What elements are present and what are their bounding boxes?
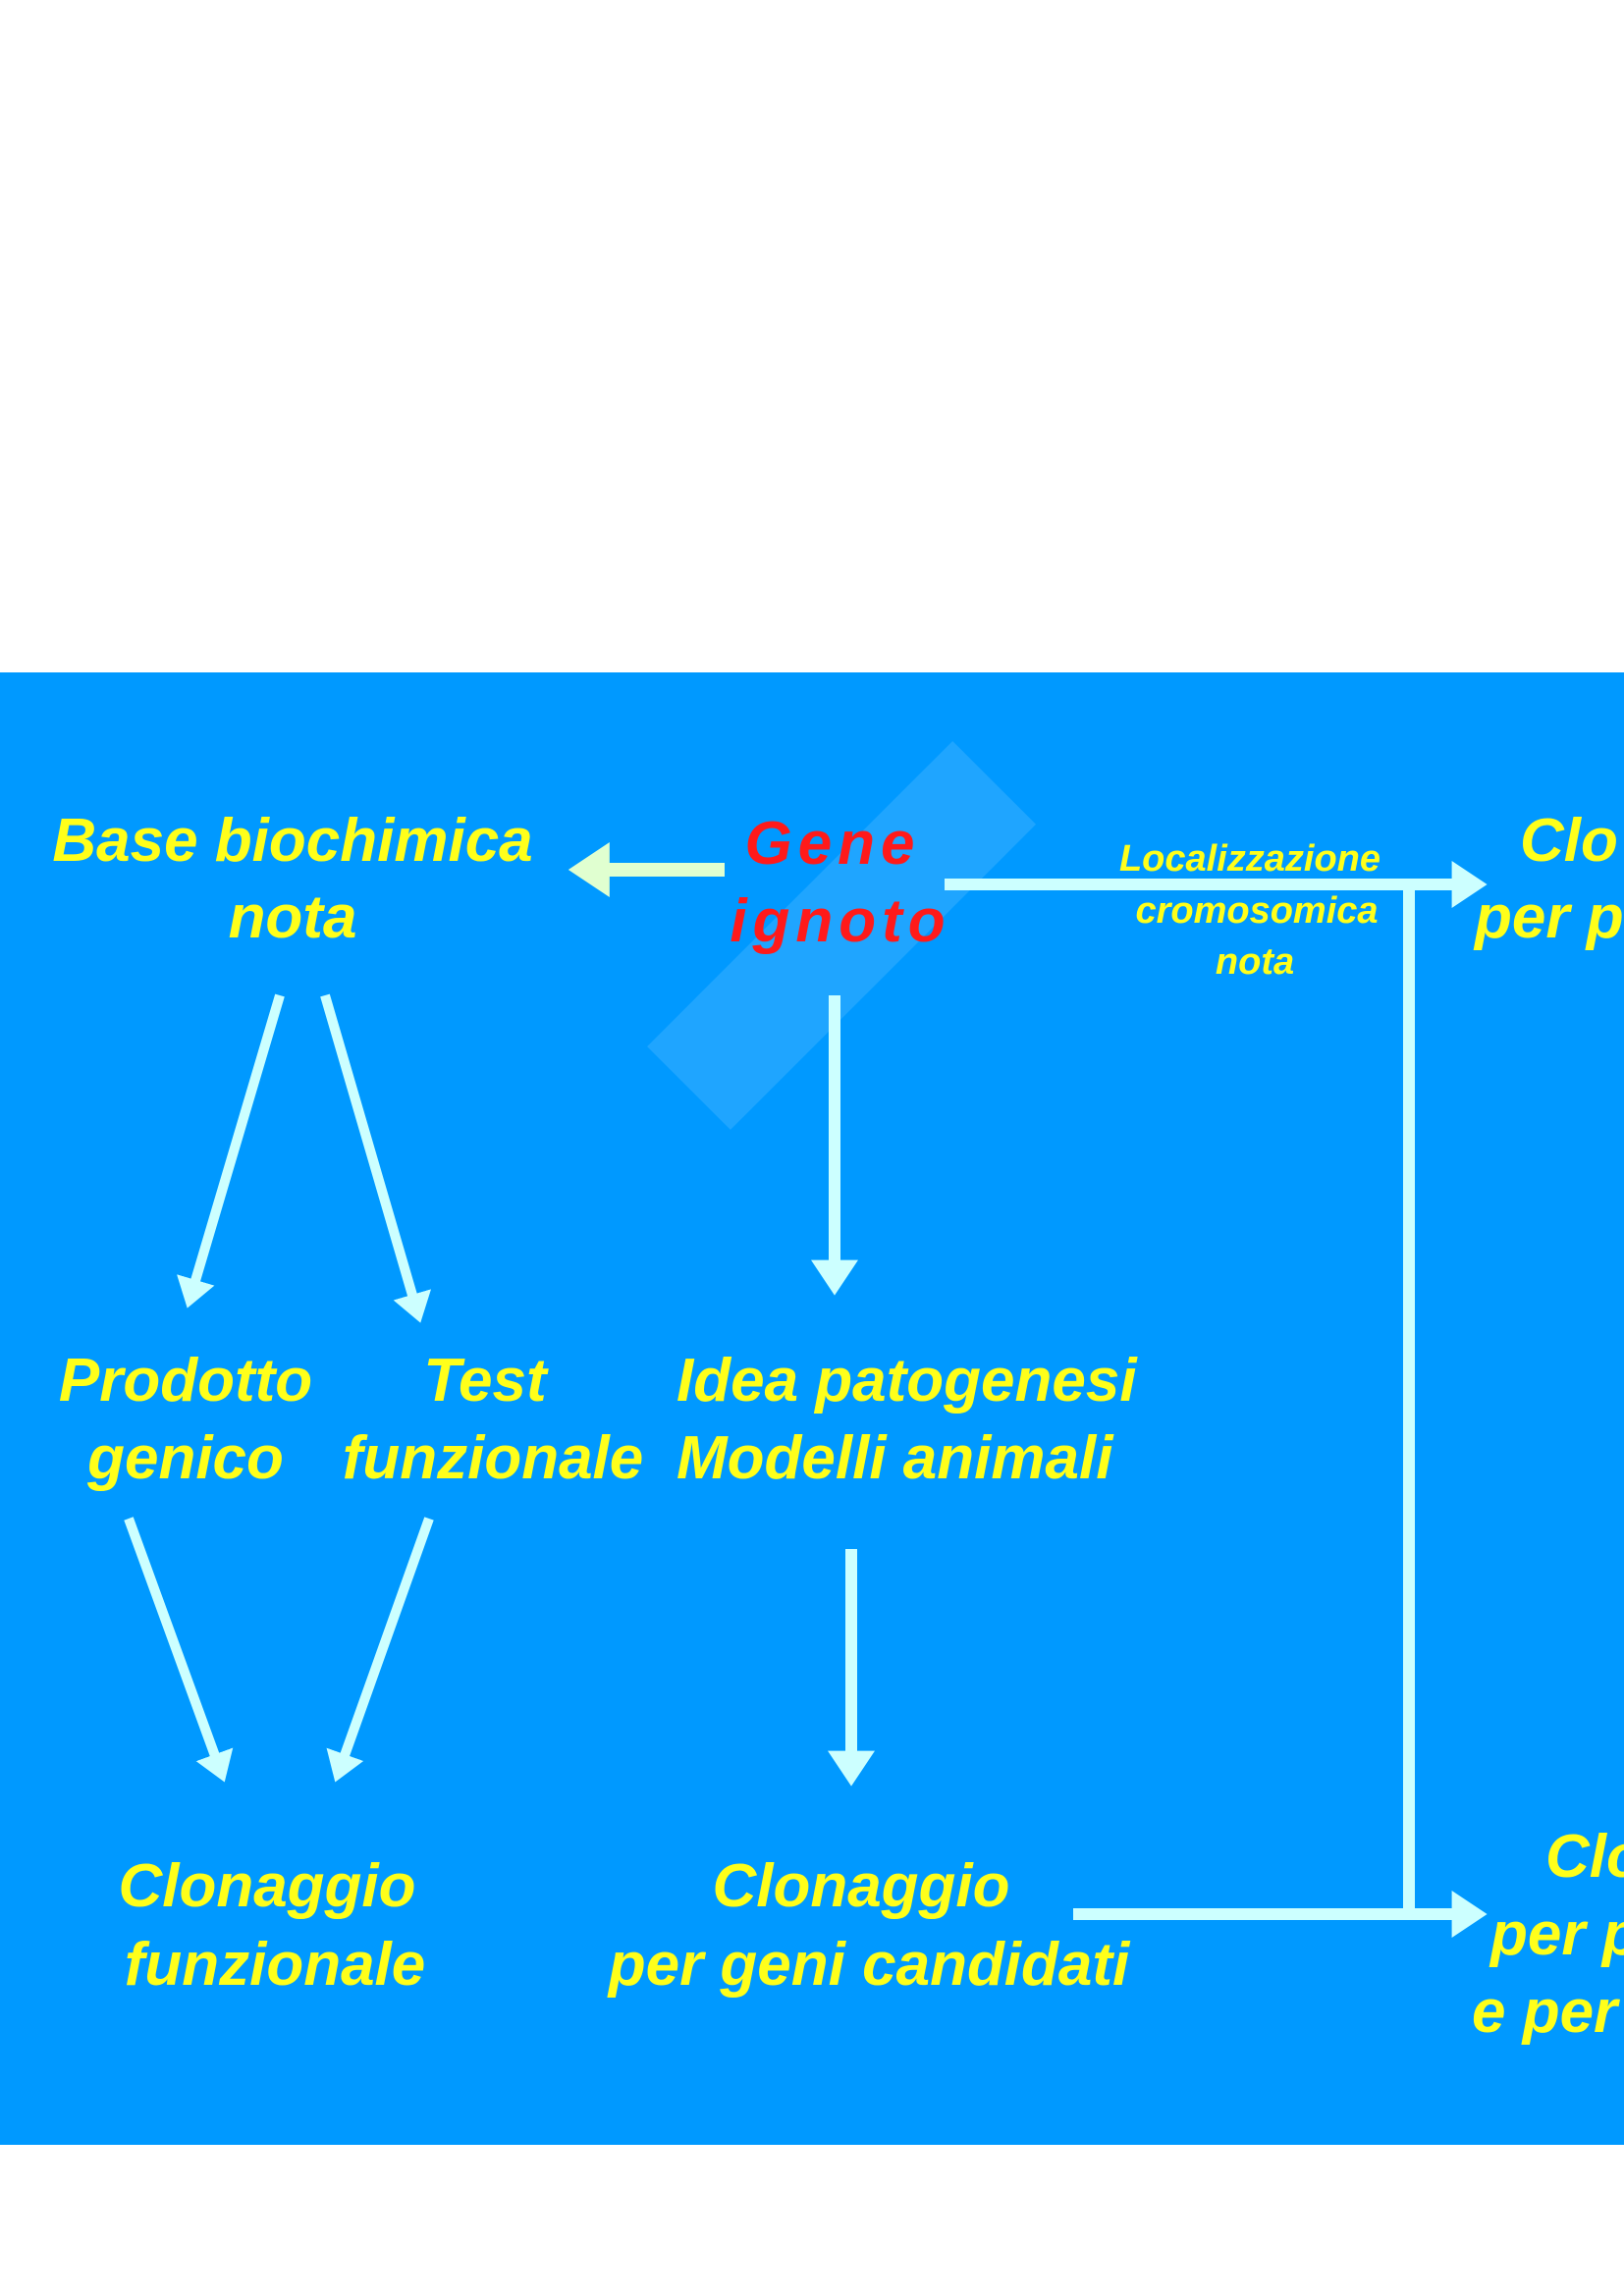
test-funzionale-line1: Test	[423, 1347, 549, 1415]
idea-patogenesi: Idea patogenesi	[677, 1347, 1138, 1415]
arrow-base-to-test	[320, 993, 432, 1323]
clonaggio-top-right-line1: Clo	[1520, 807, 1618, 875]
clonaggio-candidati-line1: Clonaggio	[712, 1852, 1009, 1920]
prodotto-genico-line2: genico	[86, 1424, 284, 1492]
localizzazione-line1: Localizzazione	[1119, 838, 1380, 880]
base-biochimica-line1: Base biochimica	[52, 807, 532, 875]
clonaggio-candidati-line2: per geni candidati	[607, 1931, 1131, 1999]
gene-ignoto-line2: ignoto	[730, 887, 950, 955]
clonaggio-top-right-line2: per p	[1473, 883, 1624, 951]
arrow-test-to-clonaggio	[326, 1517, 434, 1783]
gene-ignoto-line1: Gene	[744, 810, 920, 878]
prodotto-genico-line1: Prodotto	[59, 1347, 312, 1415]
base-biochimica-line2: nota	[229, 883, 357, 951]
localizzazione-line2: cromosomica	[1135, 890, 1378, 932]
clonaggio-bottom-right-line3: e per	[1472, 1978, 1620, 2046]
arrow-prodotto-to-clonaggio	[124, 1517, 234, 1783]
clonaggio-funzionale-line2: funzionale	[125, 1931, 426, 1999]
test-funzionale-line2: funzionale	[343, 1424, 644, 1492]
clonaggio-bottom-right-line1: Clo	[1545, 1823, 1624, 1891]
modelli-animali: Modelli animali	[677, 1424, 1114, 1492]
watermark-logo	[647, 740, 1037, 1130]
clonaggio-funzionale-line1: Clonaggio	[118, 1852, 415, 1920]
slide-background	[0, 672, 1624, 2145]
arrow-base-to-prodotto	[177, 993, 285, 1308]
localizzazione-line3: nota	[1216, 941, 1294, 983]
clonaggio-bottom-right-line2: per p	[1489, 1900, 1624, 1968]
